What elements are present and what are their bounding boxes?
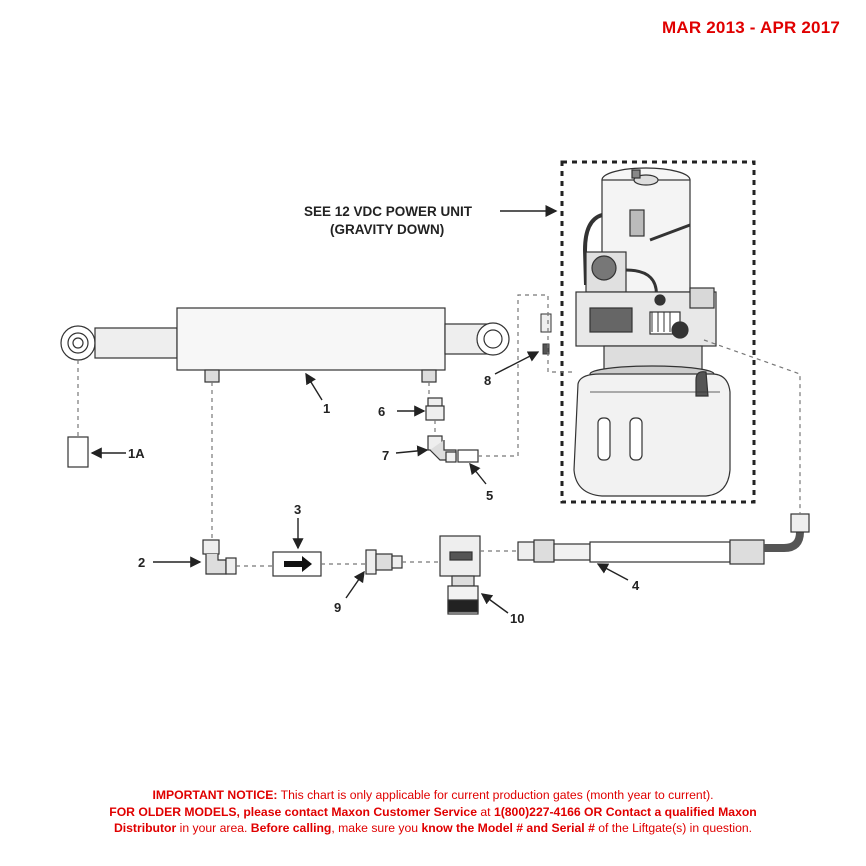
callout-3: 3 [294, 502, 301, 517]
notice-text-4: , make sure you [331, 821, 422, 835]
part-5 [457, 449, 479, 463]
connection-lines [77, 294, 801, 567]
notice-line-3: Distributor in your area. Before calling… [0, 820, 866, 837]
notice-line-1: IMPORTANT NOTICE: This chart is only app… [0, 787, 866, 804]
notice-distributor: Distributor [113, 821, 177, 835]
callout-7: 7 [382, 448, 389, 463]
date-range: MAR 2013 - APR 2017 [662, 18, 840, 37]
power-unit-image [573, 167, 731, 497]
part-7 [427, 435, 457, 463]
part-10 [439, 535, 481, 615]
notice-model-serial: know the Model # and Serial # [421, 821, 595, 835]
part-3 [272, 551, 322, 577]
part-4 [517, 513, 810, 565]
power-unit-note-line2: (GRAVITY DOWN) [330, 222, 444, 237]
power-unit-box [560, 160, 756, 504]
hydraulic-cylinder [60, 307, 510, 383]
callout-5: 5 [486, 488, 493, 503]
part-1a [67, 436, 89, 468]
notice-text-2: at [477, 804, 494, 819]
notice-phone: 1(800)227-4166 OR Contact a qualified Ma… [493, 804, 757, 819]
notice-older-models: FOR OLDER MODELS, please contact Maxon C… [109, 804, 477, 819]
callout-1: 1 [323, 401, 330, 416]
notice-text-3: in your area. [176, 821, 251, 835]
power-unit-note-line1: SEE 12 VDC POWER UNIT [304, 204, 473, 219]
notice-text-1: This chart is only applicable for curren… [277, 788, 714, 802]
part-6 [425, 397, 445, 421]
callout-10: 10 [510, 611, 524, 626]
notice-line-2: FOR OLDER MODELS, please contact Maxon C… [0, 804, 866, 821]
part-9 [365, 549, 403, 575]
callout-9: 9 [334, 600, 341, 615]
notice-heading: IMPORTANT NOTICE: [152, 788, 278, 802]
part-8 [540, 313, 552, 355]
callout-1a: 1A [128, 446, 145, 461]
important-notice: IMPORTANT NOTICE: This chart is only app… [0, 787, 866, 837]
part-2 [202, 539, 237, 575]
callout-6: 6 [378, 404, 385, 419]
notice-text-5: of the Liftgate(s) in question. [594, 821, 753, 835]
callout-arrows [90, 351, 629, 614]
callout-8: 8 [484, 373, 491, 388]
notice-before-calling: Before calling [250, 821, 332, 835]
callout-2: 2 [138, 555, 145, 570]
callout-4: 4 [632, 578, 640, 593]
